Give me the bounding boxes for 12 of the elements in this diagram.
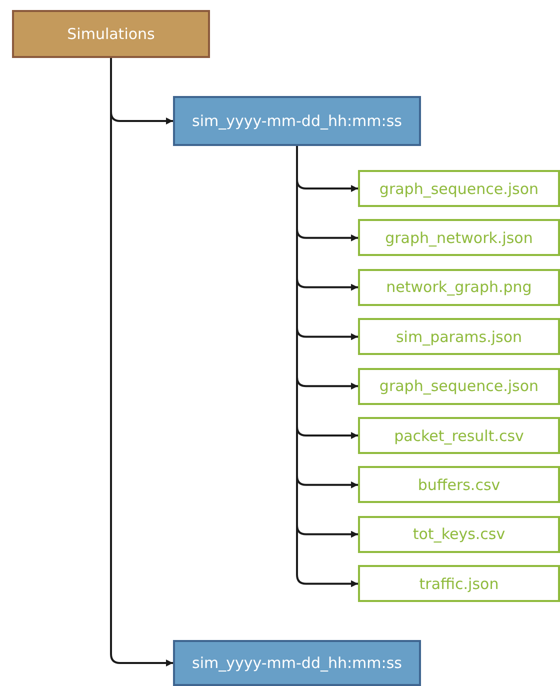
file-box: sim_params.json bbox=[358, 318, 560, 356]
file-box: tot_keys.csv bbox=[358, 516, 560, 553]
file-box: traffic.json bbox=[358, 565, 560, 602]
folder-box: sim_yyyy-mm-dd_hh:mm:ss bbox=[173, 640, 421, 686]
folder-box: Simulations bbox=[12, 10, 210, 58]
file-box: graph_network.json bbox=[358, 219, 560, 256]
file-box: network_graph.png bbox=[358, 268, 560, 306]
file-box: buffers.csv bbox=[358, 466, 560, 504]
folder-box: sim_yyyy-mm-dd_hh:mm:ss bbox=[173, 96, 421, 146]
file-box: packet_result.csv bbox=[358, 417, 560, 454]
file-box: graph_sequence.json bbox=[358, 170, 560, 207]
file-box: graph_sequence.json bbox=[358, 368, 560, 405]
